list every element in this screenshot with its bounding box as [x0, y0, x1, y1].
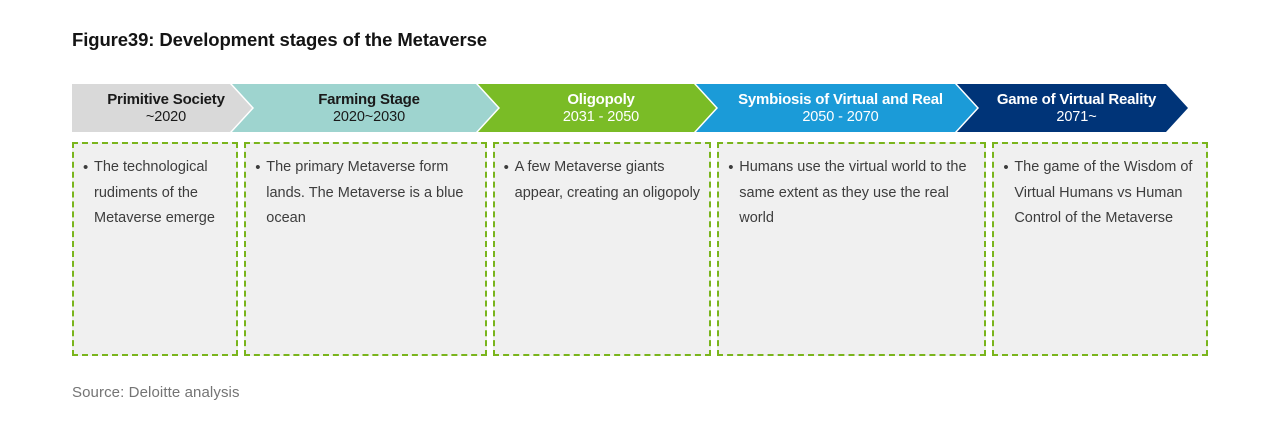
- stage-period: 2071~: [1056, 108, 1097, 125]
- stage-label: Symbiosis of Virtual and Real: [738, 90, 943, 108]
- list-item: • The technological rudiments of the Meta…: [83, 155, 227, 232]
- bullet-text: The game of the Wisdom of Virtual Humans…: [1014, 159, 1193, 226]
- bullet-icon: •: [503, 159, 509, 176]
- bullet-icon: •: [255, 159, 261, 176]
- page-title: Figure39: Development stages of the Meta…: [72, 29, 487, 50]
- stage-detail-box-3: • A few Metaverse giants appear, creating…: [492, 142, 712, 356]
- list-item: • Humans use the virtual world to the sam…: [728, 155, 975, 232]
- stage-label: Primitive Society: [107, 90, 225, 108]
- stage-detail-row: • The technological rudiments of the Meta…: [72, 142, 1208, 356]
- stage-label: Oligopoly: [567, 90, 635, 108]
- stage-period: 2031 - 2050: [562, 108, 640, 125]
- bullet-text: Humans use the virtual world to the same…: [739, 159, 967, 226]
- stage-period: ~2020: [145, 108, 187, 125]
- stage-detail-box-2: • The primary Metaverse form lands. The M…: [244, 142, 487, 356]
- list-item: • The game of the Wisdom of Virtual Human…: [1003, 155, 1197, 232]
- bullet-icon: •: [83, 159, 89, 176]
- stage-detail-box-4: • Humans use the virtual world to the sam…: [717, 142, 987, 356]
- stage-detail-box-1: • The technological rudiments of the Meta…: [72, 142, 239, 356]
- list-item: • The primary Metaverse form lands. The M…: [255, 155, 475, 232]
- stage-chevron-shape: Primitive Society~2020: [72, 84, 252, 132]
- bullet-text: The technological rudiments of the Metav…: [94, 159, 215, 226]
- bullet-text: A few Metaverse giants appear, creating …: [514, 159, 701, 201]
- stage-label: Game of Virtual Reality: [996, 90, 1157, 108]
- stage-detail-box-5: • The game of the Wisdom of Virtual Human…: [992, 142, 1208, 356]
- list-item: • A few Metaverse giants appear, creating…: [504, 155, 701, 206]
- stage-chevron-1[interactable]: Primitive Society~2020: [72, 84, 252, 132]
- bullet-icon: •: [728, 159, 734, 176]
- bullet-icon: •: [1003, 159, 1009, 176]
- bullet-text: The primary Metaverse form lands. The Me…: [266, 159, 464, 226]
- stage-period: 2020~2030: [332, 108, 406, 125]
- stage-period: 2050 - 2070: [802, 108, 879, 125]
- stage-label: Farming Stage: [318, 90, 420, 108]
- source-note: Source: Deloitte analysis: [72, 384, 240, 401]
